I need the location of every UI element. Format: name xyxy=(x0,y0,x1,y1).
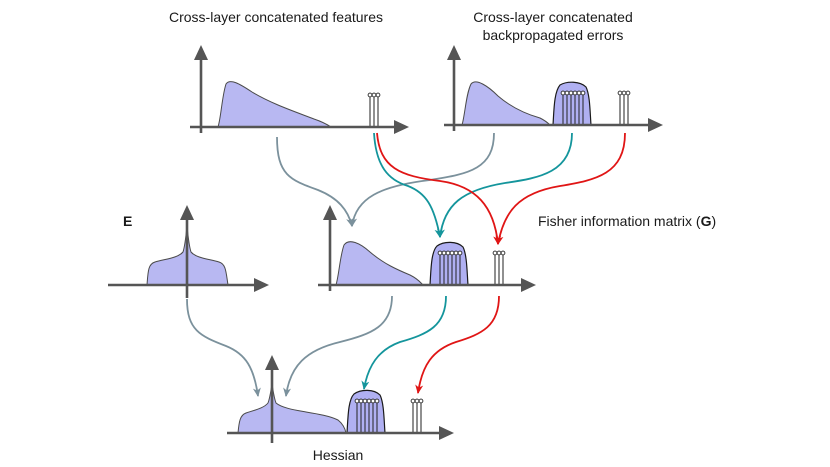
errors-label-line1: Cross-layer concatenated xyxy=(473,9,633,25)
fisher-cluster-spikes xyxy=(437,250,463,285)
e-plot xyxy=(108,205,269,298)
fisher-spikes xyxy=(492,250,506,285)
e-label: E xyxy=(123,213,132,229)
arrow-fisher-to-hessian-gray xyxy=(283,295,393,397)
errors-cluster-spikes xyxy=(560,90,586,125)
arrow-features-to-fisher xyxy=(276,136,354,227)
e-y-arrowhead xyxy=(180,205,194,220)
hessian-plot xyxy=(227,355,454,443)
arrow-errors-spikes-to-fisher-spikes xyxy=(495,132,626,245)
errors-label-line2: backpropagated errors xyxy=(483,27,624,43)
arrow-fisher-spikes-to-hessian-spikes xyxy=(415,295,500,394)
hessian-spikes xyxy=(410,398,424,433)
arrow-errors-to-fisher-gray xyxy=(349,132,495,227)
fisher-y-arrowhead xyxy=(323,205,337,220)
features-label: Cross-layer concatenated features xyxy=(169,9,383,25)
arrow-e-to-hessian xyxy=(186,298,261,397)
fisher-plot xyxy=(318,205,536,292)
fisher-label: Fisher information matrix (G) xyxy=(538,213,716,229)
e-x-arrowhead xyxy=(254,278,269,292)
errors-distribution xyxy=(461,81,552,126)
hessian-clustered-distribution xyxy=(346,389,386,434)
errors-plot xyxy=(444,45,663,132)
errors-clustered-distribution xyxy=(552,81,592,126)
fisher-x-arrowhead xyxy=(521,278,536,292)
hessian-cluster-spikes xyxy=(354,398,380,433)
errors-y-arrowhead xyxy=(447,45,461,60)
hessian-label: Hessian xyxy=(313,447,364,463)
arrow-features-spikes-to-fisher-cluster xyxy=(373,132,443,238)
features-plot xyxy=(190,45,409,134)
features-y-arrowhead xyxy=(194,45,208,60)
hessian-x-arrowhead xyxy=(439,426,454,440)
hessian-distribution xyxy=(237,383,347,434)
fisher-distribution xyxy=(335,241,425,286)
features-x-arrowhead xyxy=(394,120,409,134)
errors-spikes xyxy=(617,90,631,125)
arrow-features-spikes-to-fisher-spikes xyxy=(376,132,502,245)
errors-x-arrowhead xyxy=(648,118,663,132)
arrow-errors-cluster-to-fisher-cluster xyxy=(437,132,573,238)
features-spikes xyxy=(367,92,381,127)
features-distribution xyxy=(217,81,333,128)
fisher-clustered-distribution xyxy=(429,241,469,286)
arrow-fisher-cluster-to-hessian-cluster xyxy=(361,295,447,390)
hessian-y-arrowhead xyxy=(265,355,279,370)
